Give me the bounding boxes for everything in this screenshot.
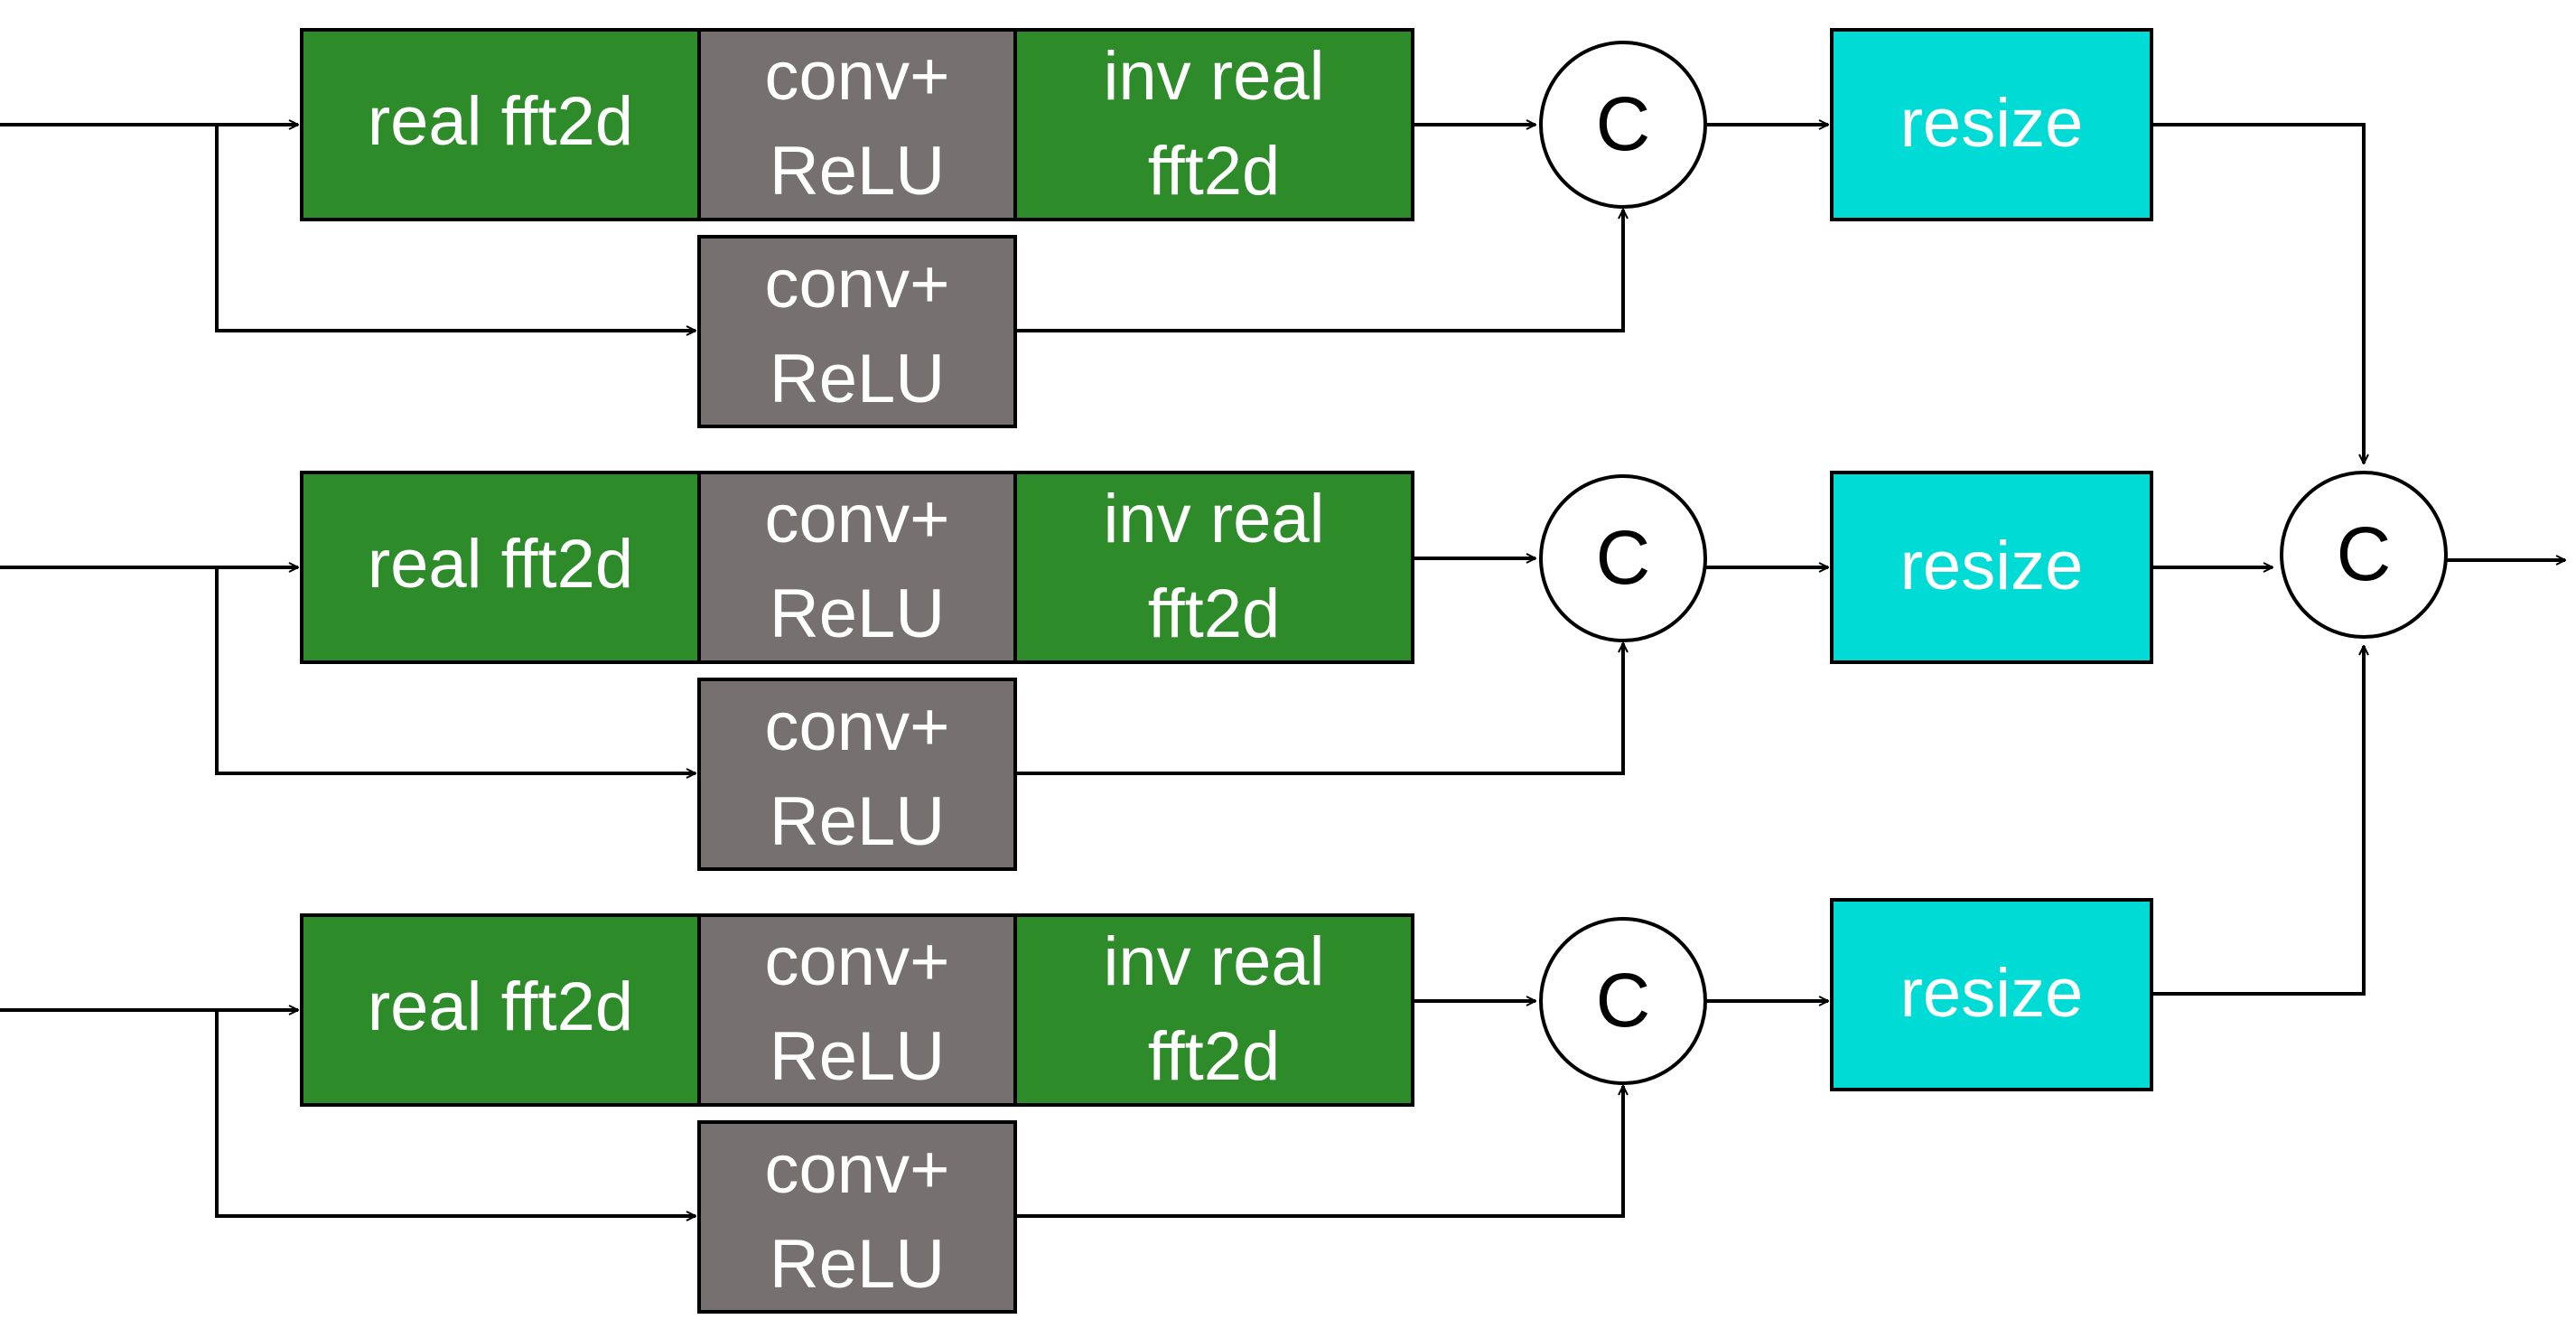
skip-conv-relu-line2-1: ReLU (770, 341, 945, 417)
resize-to-final-arrow-1 (2151, 123, 2364, 463)
resize-to-final-arrow-3 (2151, 646, 2364, 996)
final-concat-node (2280, 471, 2448, 639)
concat-node-2 (1539, 474, 1707, 642)
resize-block-3 (1830, 898, 2153, 1091)
inv-fft-label-line1-3: inv real (1104, 923, 1325, 1000)
conv-relu-label-line1-1: conv+ (765, 38, 950, 115)
skip-connection-2 (215, 567, 695, 773)
resize-label-2: resize (1900, 528, 2084, 604)
fft-label-3: real fft2d (368, 968, 633, 1045)
branch-3: real fft2d conv+ ReLU inv real fft2d con… (0, 646, 2364, 1314)
skip-conv-relu-line1-2: conv+ (765, 688, 950, 765)
conv-relu-label-line1-3: conv+ (765, 923, 950, 1000)
branch-1: real fft2d conv+ ReLU inv real fft2d con… (0, 28, 2364, 463)
skip-conv-relu-line2-2: ReLU (770, 783, 945, 860)
skip-to-concat-arrow-1 (1015, 210, 1623, 332)
final-concat-label: C (2337, 511, 2392, 596)
inv-fft-block-2 (1013, 471, 1414, 664)
inv-fft-label-line1-2: inv real (1104, 481, 1325, 557)
concat-label-2: C (1596, 515, 1651, 600)
conv-relu-label-line2-2: ReLU (770, 575, 945, 652)
resize-block-1 (1830, 28, 2153, 221)
skip-conv-relu-block-1 (697, 235, 1017, 428)
conv-relu-label-line2-3: ReLU (770, 1018, 945, 1095)
inv-fft-label-line2-3: fft2d (1148, 1018, 1281, 1095)
inv-fft-label-line2-1: fft2d (1148, 133, 1281, 210)
inv-fft-block-3 (1013, 913, 1414, 1107)
skip-connection-1 (215, 125, 695, 331)
inv-fft-label-line2-2: fft2d (1148, 575, 1281, 652)
skip-conv-relu-line1-1: conv+ (765, 246, 950, 323)
skip-to-concat-arrow-3 (1015, 1086, 1623, 1218)
concat-label-3: C (1596, 958, 1651, 1043)
concat-label-1: C (1596, 81, 1651, 166)
skip-conv-relu-block-2 (697, 678, 1017, 871)
fft-block-1 (300, 28, 701, 221)
skip-conv-relu-block-3 (697, 1120, 1017, 1314)
conv-relu-block-1 (697, 28, 1017, 221)
skip-connection-3 (215, 1010, 695, 1216)
fft-label-1: real fft2d (368, 83, 633, 160)
conv-relu-block-3 (697, 913, 1017, 1107)
final-concat: C (2280, 471, 2565, 639)
inv-fft-label-line1-1: inv real (1104, 38, 1325, 115)
fft-label-2: real fft2d (368, 526, 633, 603)
skip-conv-relu-line1-3: conv+ (765, 1131, 950, 1208)
skip-to-concat-arrow-2 (1015, 643, 1623, 775)
conv-relu-label-line2-1: ReLU (770, 133, 945, 210)
skip-conv-relu-line2-3: ReLU (770, 1226, 945, 1303)
conv-relu-label-line1-2: conv+ (765, 481, 950, 557)
branch-2: real fft2d conv+ ReLU inv real fft2d con… (0, 471, 2273, 871)
resize-label-3: resize (1900, 955, 2084, 1032)
resize-block-2 (1830, 471, 2153, 664)
fft-block-2 (300, 471, 701, 664)
resize-label-1: resize (1900, 85, 2084, 162)
inv-fft-block-1 (1013, 28, 1414, 221)
conv-relu-block-2 (697, 471, 1017, 664)
